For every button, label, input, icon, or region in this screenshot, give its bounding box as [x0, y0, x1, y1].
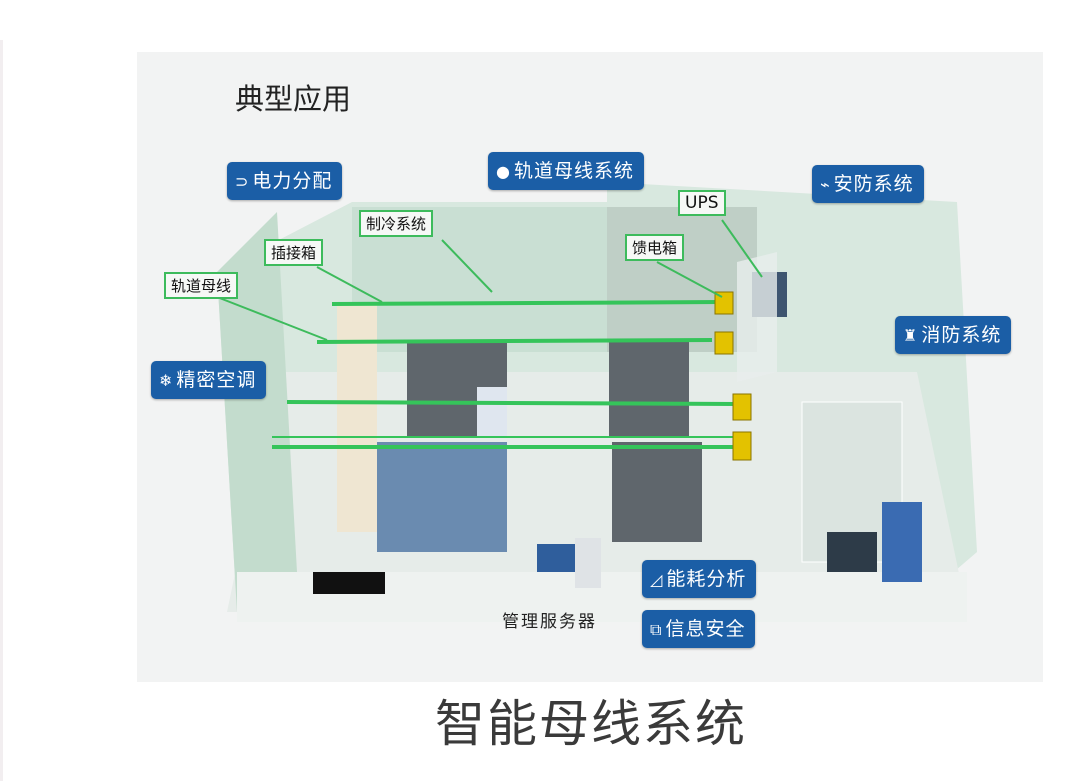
- tag-feeder-box: 馈电箱: [625, 234, 685, 261]
- extinguisher-icon: ♜: [903, 326, 919, 345]
- badge-label: 电力分配: [252, 170, 333, 192]
- server-racks: [377, 342, 702, 552]
- badge-label: 安防系统: [833, 173, 914, 195]
- server-label: 管理服务器: [502, 612, 597, 632]
- badge-energy-analysis[interactable]: ◿能耗分析: [642, 560, 757, 598]
- room-left-wall: [217, 212, 297, 612]
- floor-vent: [313, 572, 385, 594]
- tag-busbar: 轨道母线: [164, 272, 239, 299]
- feeder-boxes: [714, 291, 752, 461]
- badge-label: 精密空调: [176, 369, 257, 391]
- badge-info-security[interactable]: ⧉信息安全: [642, 610, 756, 648]
- badge-label: 轨道母线系统: [513, 160, 634, 182]
- plug-icon: ⊃: [235, 172, 250, 191]
- tag-cooling: 制冷系统: [359, 210, 434, 237]
- camera-icon: ⌁: [820, 175, 831, 194]
- tag-ups: UPS: [678, 190, 726, 216]
- badge-label: 能耗分析: [666, 568, 747, 590]
- badge-power-distribution[interactable]: ⊃电力分配: [227, 162, 343, 200]
- page-edge: [0, 40, 3, 781]
- snowflake-icon: ❄: [159, 371, 174, 390]
- ring-icon: ●: [496, 162, 511, 181]
- badge-label: 消防系统: [921, 324, 1002, 346]
- callout-lines: [216, 219, 763, 341]
- aircon-unit: [337, 302, 377, 532]
- badge-security-system[interactable]: ⌁安防系统: [812, 165, 924, 203]
- badge-precision-aircon[interactable]: ❄精密空调: [151, 361, 267, 399]
- tag-plug-box: 插接箱: [264, 239, 324, 266]
- badge-label: 信息安全: [665, 618, 746, 640]
- caption: 智能母线系统: [435, 695, 747, 753]
- chart-icon: ◿: [650, 570, 664, 589]
- link-icon: ⧉: [650, 620, 663, 639]
- badge-fire-system[interactable]: ♜消防系统: [895, 316, 1012, 354]
- management-server-icon: [537, 538, 601, 588]
- busbar-lines: [272, 300, 738, 449]
- section-title: 典型应用: [235, 82, 352, 116]
- data-center-room-drawing: [216, 182, 977, 622]
- application-illustration: 典型应用 ⊃电力分配 ●轨道母线系统 ⌁安防系统 ♜消防系统 ❄精密空调 ◿能耗…: [137, 52, 1043, 682]
- badge-busway-system[interactable]: ●轨道母线系统: [488, 152, 644, 190]
